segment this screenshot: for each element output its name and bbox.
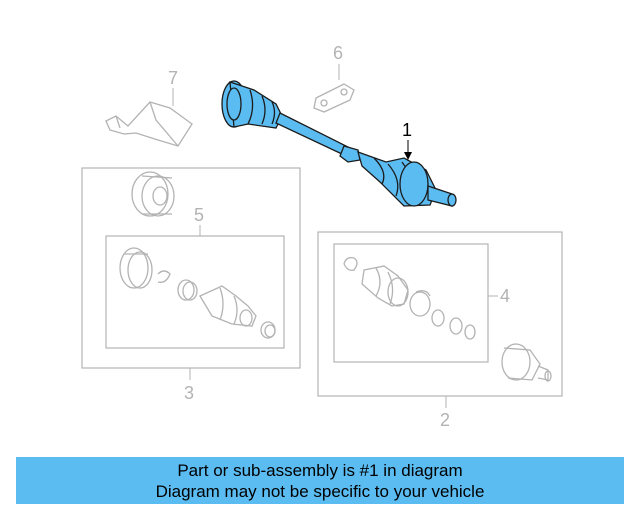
flange-part[interactable] <box>131 171 175 217</box>
group-box-5 <box>105 235 285 349</box>
callout-1: 1 <box>402 120 412 140</box>
axle-shaft-part-1[interactable] <box>221 80 457 207</box>
banner-line-2: Diagram may not be specific to your vehi… <box>155 482 485 501</box>
callout-4: 4 <box>500 286 510 306</box>
callout-6: 6 <box>333 43 343 63</box>
group-box-4 <box>333 243 489 363</box>
heat-shield-part-7[interactable] <box>105 101 193 147</box>
leader-arrow-1 <box>404 152 412 160</box>
group-box-3 <box>81 167 301 369</box>
callout-5: 5 <box>194 205 204 225</box>
banner-line-1: Part or sub-assembly is #1 in diagram <box>177 461 463 480</box>
callout-2: 2 <box>440 410 450 430</box>
cv-joint-part[interactable] <box>501 343 552 382</box>
callout-7: 7 <box>168 68 178 88</box>
info-banner: Part or sub-assembly is #1 in diagram Di… <box>16 457 624 504</box>
parts-diagram: 7 6 1 3 <box>81 43 563 430</box>
callout-3: 3 <box>184 383 194 403</box>
boot-kit-part-5[interactable] <box>119 247 276 339</box>
bracket-part-6[interactable] <box>313 83 355 113</box>
group-box-2 <box>317 231 563 397</box>
boot-kit-part-4[interactable] <box>343 256 476 340</box>
